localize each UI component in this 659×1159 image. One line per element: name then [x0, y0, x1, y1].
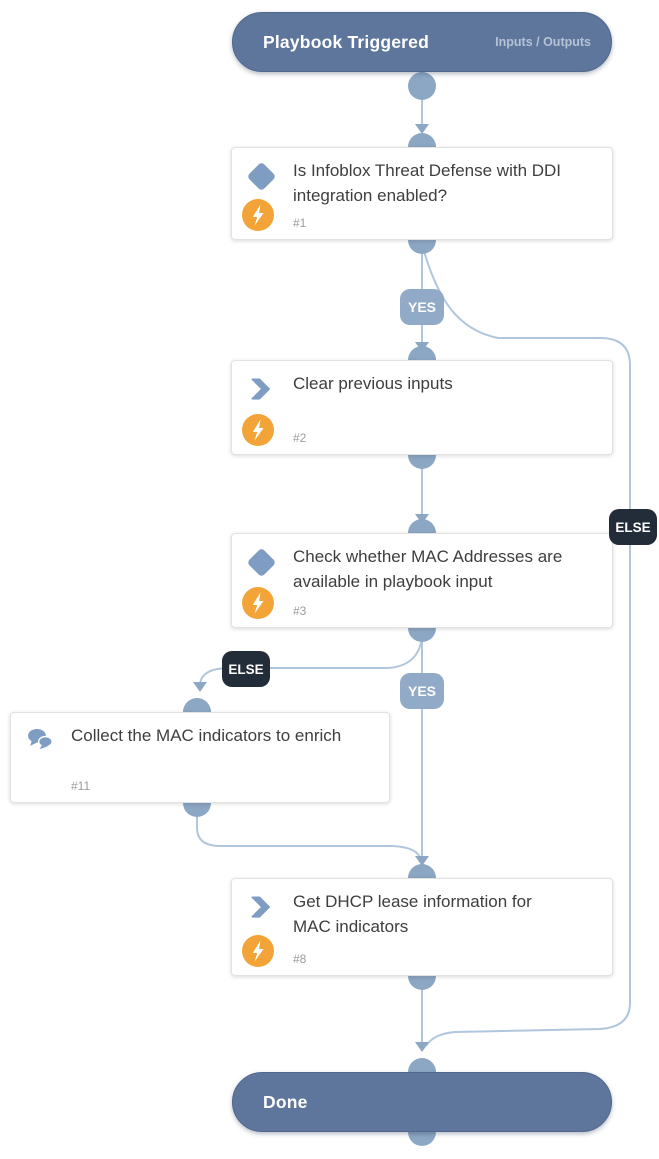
node-task-2[interactable]: Clear previous inputs #2 — [231, 360, 613, 455]
node-task-1[interactable]: Is Infoblox Threat Defense with DDI inte… — [231, 147, 613, 240]
node-task-8[interactable]: Get DHCP lease information for MAC indic… — [231, 878, 613, 976]
automation-lightning-icon — [242, 199, 274, 231]
automation-lightning-icon — [242, 935, 274, 967]
branch-label-yes-1: YES — [400, 289, 444, 325]
condition-diamond-icon — [245, 546, 277, 578]
task-title: Collect the MAC indicators to enrich — [71, 726, 342, 745]
task-id: #3 — [293, 604, 307, 618]
task-title: Is Infoblox Threat Defense with DDI inte… — [293, 161, 562, 205]
node-task-3[interactable]: Check whether MAC Addresses are availabl… — [231, 533, 613, 628]
branch-label-else-1: ELSE — [609, 509, 657, 545]
automation-lightning-icon — [242, 414, 274, 446]
chevron-task-icon — [245, 891, 277, 923]
task-id: #2 — [293, 431, 307, 445]
chat-collection-icon — [23, 723, 55, 755]
task-id: #1 — [293, 216, 307, 230]
task-title: Clear previous inputs — [293, 374, 453, 393]
start-node-title: Playbook Triggered — [263, 31, 430, 52]
node-task-11[interactable]: Collect the MAC indicators to enrich #11 — [10, 712, 390, 803]
automation-lightning-icon — [242, 587, 274, 619]
task-id: #8 — [293, 952, 307, 966]
end-node-title: Done — [263, 1091, 308, 1112]
task-title: Check whether MAC Addresses are availabl… — [293, 547, 563, 591]
task-title: Get DHCP lease information for MAC indic… — [293, 892, 532, 936]
task-id: #11 — [71, 779, 91, 793]
branch-label-yes-2: YES — [400, 673, 444, 709]
node-playbook-triggered[interactable]: Playbook Triggered Inputs / Outputs — [232, 12, 612, 72]
node-done[interactable]: Done — [232, 1072, 612, 1132]
chevron-task-icon — [245, 373, 277, 405]
branch-label-else-2: ELSE — [222, 651, 270, 687]
inputs-outputs-link[interactable]: Inputs / Outputs — [495, 35, 591, 49]
condition-diamond-icon — [245, 160, 277, 192]
